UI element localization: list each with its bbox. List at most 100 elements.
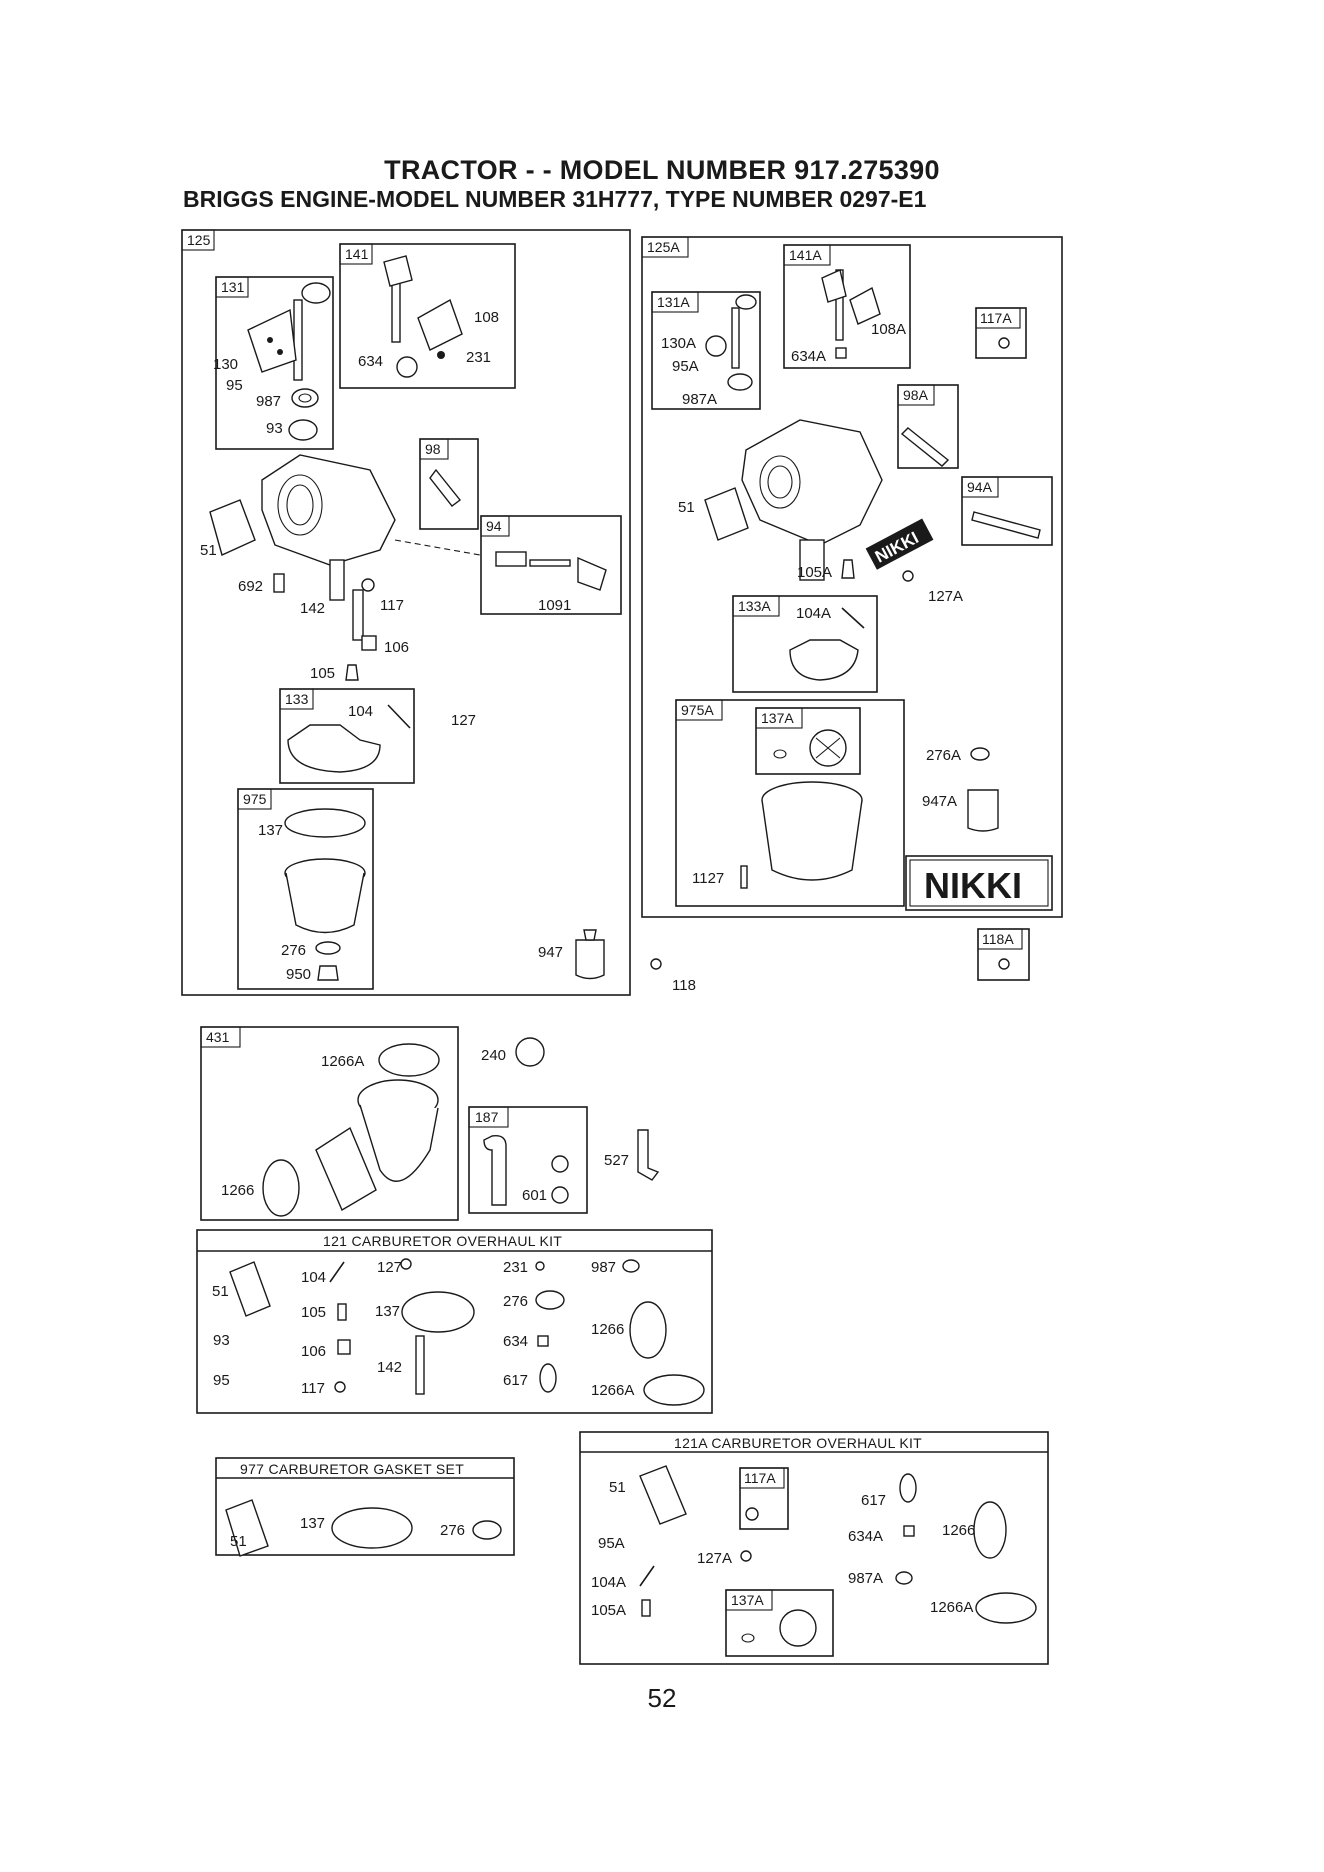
page-number: 52 (647, 1683, 677, 1713)
kit121-part-1266A (643, 1374, 705, 1406)
label-130: 130 (213, 356, 238, 373)
label-950: 950 (286, 966, 311, 983)
kit121-label-105: 105 (301, 1304, 326, 1321)
tag-975: 975 (243, 791, 267, 807)
kit121-part-1266 (629, 1301, 667, 1359)
kit121-part-142 (415, 1335, 425, 1395)
kit121-part-617 (539, 1363, 557, 1393)
solenoid-947-part (575, 939, 605, 980)
kit-121: 121 CARBURETOR OVERHAUL KIT 51 93 95 104… (196, 1229, 713, 1414)
kit121-label-1266A: 1266A (591, 1382, 634, 1399)
kit121A-part-1266 (973, 1501, 1007, 1559)
page-title: TRACTOR - - MODEL NUMBER 917.275390 (384, 155, 940, 185)
kit-121A-title: 121A CARBURETOR OVERHAUL KIT (674, 1435, 922, 1451)
part-118 (650, 958, 662, 970)
kit121-label-231: 231 (503, 1259, 528, 1276)
kit-977-title: 977 CARBURETOR GASKET SET (240, 1461, 464, 1477)
kit121A-label-105A: 105A (591, 1602, 626, 1619)
label-105: 105 (310, 665, 335, 682)
kit121-part-106 (337, 1339, 351, 1355)
label-240: 240 (481, 1047, 506, 1064)
part-117 (361, 578, 375, 592)
label-105A: 105A (797, 564, 832, 581)
kit121-part-231 (535, 1261, 545, 1271)
kit121A-label-104A: 104A (591, 1574, 626, 1591)
kit977-label-51: 51 (230, 1533, 247, 1550)
kit977-gasket-51 (225, 1499, 269, 1557)
carburetor-body-nikki-part (741, 419, 883, 581)
kit121-label-1266: 1266 (591, 1321, 624, 1338)
label-108A: 108A (871, 321, 906, 338)
tag-131A: 131A (657, 294, 690, 310)
tag-131: 131 (221, 279, 245, 295)
part-118A (998, 958, 1010, 970)
gasket-51A-part (704, 487, 749, 541)
throttle-shaft-131A-part (705, 294, 757, 391)
kit121-label-137: 137 (375, 1303, 400, 1320)
tag-118A: 118A (982, 931, 1014, 947)
kit121A-part-617 (899, 1473, 917, 1503)
kit121A-part-1266A (975, 1592, 1037, 1624)
label-1266: 1266 (221, 1182, 254, 1199)
label-142: 142 (300, 600, 325, 617)
solenoid-947-tip (583, 929, 597, 941)
clamp-601-part (551, 1186, 569, 1204)
float-bowl-part (284, 808, 366, 981)
label-634A: 634A (791, 348, 826, 365)
clamp-part (551, 1155, 569, 1173)
label-117: 117 (380, 597, 404, 614)
kit121-part-105 (337, 1303, 347, 1321)
kit121-label-142: 142 (377, 1359, 402, 1376)
kit121-part-987 (622, 1259, 640, 1273)
svg-text:NIKKI: NIKKI (924, 865, 1022, 906)
tag-98: 98 (425, 441, 441, 457)
part-117A (998, 337, 1010, 349)
label-1091: 1091 (538, 597, 571, 614)
tag-117A: 117A (980, 310, 1012, 326)
label-634: 634 (358, 353, 383, 370)
part-692 (273, 573, 285, 593)
kit121-label-106: 106 (301, 1343, 326, 1360)
kit121-part-276 (535, 1290, 565, 1310)
kit121A-label-51: 51 (609, 1479, 626, 1496)
kit121-label-93: 93 (213, 1332, 230, 1349)
tag-187: 187 (475, 1109, 499, 1125)
label-93: 93 (266, 420, 283, 437)
label-108: 108 (474, 309, 499, 326)
label-95: 95 (226, 377, 243, 394)
kit121-part-137 (401, 1291, 475, 1333)
idle-screw-98A-part (900, 427, 950, 467)
tag-133: 133 (285, 691, 309, 707)
kit121-label-104: 104 (301, 1269, 326, 1286)
tag-431: 431 (206, 1029, 230, 1045)
kit121A-tag-117A: 117A (744, 1470, 776, 1486)
gasket-1266-part (262, 1159, 300, 1217)
part-1127 (740, 865, 748, 889)
kit121-part-104 (329, 1261, 345, 1283)
kit121A-part-137A (779, 1609, 817, 1647)
assembly-125A: 125A 131A 130A 95A 987A 141A 108A 634A 1… (641, 236, 1063, 918)
label-601: 601 (522, 1187, 547, 1204)
label-51A: 51 (678, 499, 695, 516)
tag-94: 94 (486, 518, 502, 534)
nikki-stamp: NIKKI (865, 518, 934, 570)
part-142 (352, 589, 364, 641)
kit-121A: 121A CARBURETOR OVERHAUL KIT 51 95A 104A… (579, 1431, 1049, 1665)
label-104: 104 (348, 703, 373, 720)
kit121A-label-127A: 127A (697, 1550, 732, 1567)
tag-98A: 98A (903, 387, 929, 403)
label-987: 987 (256, 393, 281, 410)
kit121-label-634: 634 (503, 1333, 528, 1350)
idle-spring-part (429, 468, 461, 507)
kit121-label-95: 95 (213, 1372, 230, 1389)
kit121-label-117: 117 (301, 1380, 325, 1397)
label-104A: 104A (796, 605, 831, 622)
label-1127: 1127 (692, 870, 724, 887)
part-106 (361, 635, 377, 651)
label-947A: 947A (922, 793, 957, 810)
mixture-screw-part (495, 551, 607, 591)
label-231: 231 (466, 349, 491, 366)
kit977-label-137: 137 (300, 1515, 325, 1532)
kit121-label-51: 51 (212, 1283, 229, 1300)
label-130A: 130A (661, 335, 696, 352)
